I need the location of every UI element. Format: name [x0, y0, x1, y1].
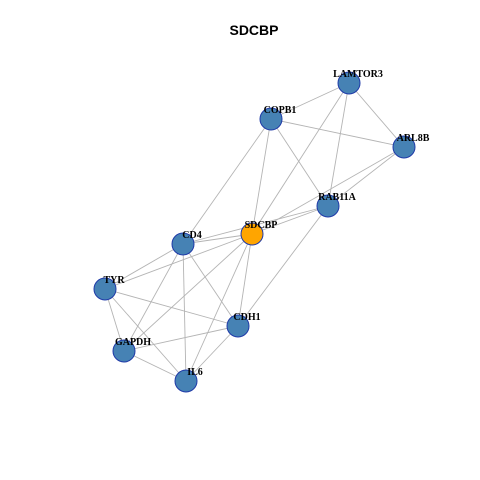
node-tyr: TYR: [93, 275, 125, 301]
node-label-arl8b: ARL8B: [397, 133, 430, 144]
node-label-il6: IL6: [187, 367, 203, 378]
node-label-rab11a: RAB11A: [318, 192, 357, 203]
edge-rab11a-sdcbp: [251, 205, 329, 235]
edge-rab11a-cdh1: [237, 205, 329, 327]
node-circle-rab11a: [316, 194, 340, 218]
node-copb1: COPB1: [259, 105, 297, 131]
edge-tyr-cdh1: [104, 288, 239, 327]
edge-lamtor3-copb1: [270, 82, 350, 120]
node-circle-arl8b: [392, 135, 416, 159]
edge-cd4-il6: [182, 243, 187, 382]
edge-sdcbp-cd4: [182, 233, 253, 245]
node-circle-sdcbp: [240, 222, 264, 246]
node-sdcbp: SDCBP: [240, 220, 278, 246]
node-label-cdh1: CDH1: [233, 312, 260, 323]
edge-cdh1-gapdh: [123, 325, 239, 352]
node-gapdh: GAPDH: [112, 337, 151, 363]
edge-lamtor3-sdcbp: [251, 82, 350, 235]
node-label-gapdh: GAPDH: [115, 337, 151, 348]
node-label-copb1: COPB1: [264, 105, 297, 116]
edge-cd4-cdh1: [182, 243, 239, 327]
node-circle-tyr: [93, 277, 117, 301]
edge-lamtor3-rab11a: [327, 82, 350, 207]
node-circle-gapdh: [112, 339, 136, 363]
edge-tyr-il6: [104, 288, 187, 382]
node-il6: IL6: [174, 367, 203, 393]
edge-copb1-sdcbp: [251, 118, 272, 235]
node-circle-cdh1: [226, 314, 250, 338]
edge-lamtor3-arl8b: [348, 82, 405, 148]
node-label-cd4: CD4: [182, 230, 201, 241]
edge-cdh1-il6: [185, 325, 239, 382]
node-lamtor3: LAMTOR3: [333, 69, 383, 95]
node-label-lamtor3: LAMTOR3: [333, 69, 383, 80]
node-circle-copb1: [259, 107, 283, 131]
edge-cd4-tyr: [104, 243, 184, 290]
edges-layer: [104, 82, 405, 382]
edge-sdcbp-cdh1: [237, 233, 253, 327]
node-rab11a: RAB11A: [316, 192, 357, 218]
node-circle-il6: [174, 369, 198, 393]
edge-sdcbp-tyr: [104, 233, 253, 290]
node-circle-cd4: [171, 232, 195, 256]
node-label-sdcbp: SDCBP: [245, 220, 278, 231]
node-arl8b: ARL8B: [392, 133, 430, 159]
node-cd4: CD4: [171, 230, 202, 256]
edge-sdcbp-il6: [185, 233, 253, 382]
edge-arl8b-rab11a: [327, 146, 405, 207]
edge-copb1-rab11a: [270, 118, 329, 207]
node-cdh1: CDH1: [226, 312, 261, 338]
edge-copb1-arl8b: [270, 118, 405, 148]
node-label-tyr: TYR: [103, 275, 125, 286]
edge-cd4-gapdh: [123, 243, 184, 352]
graph-title: SDCBP: [229, 22, 278, 38]
edge-copb1-cd4: [182, 118, 272, 245]
node-circle-lamtor3: [337, 71, 361, 95]
edge-sdcbp-gapdh: [123, 233, 253, 352]
